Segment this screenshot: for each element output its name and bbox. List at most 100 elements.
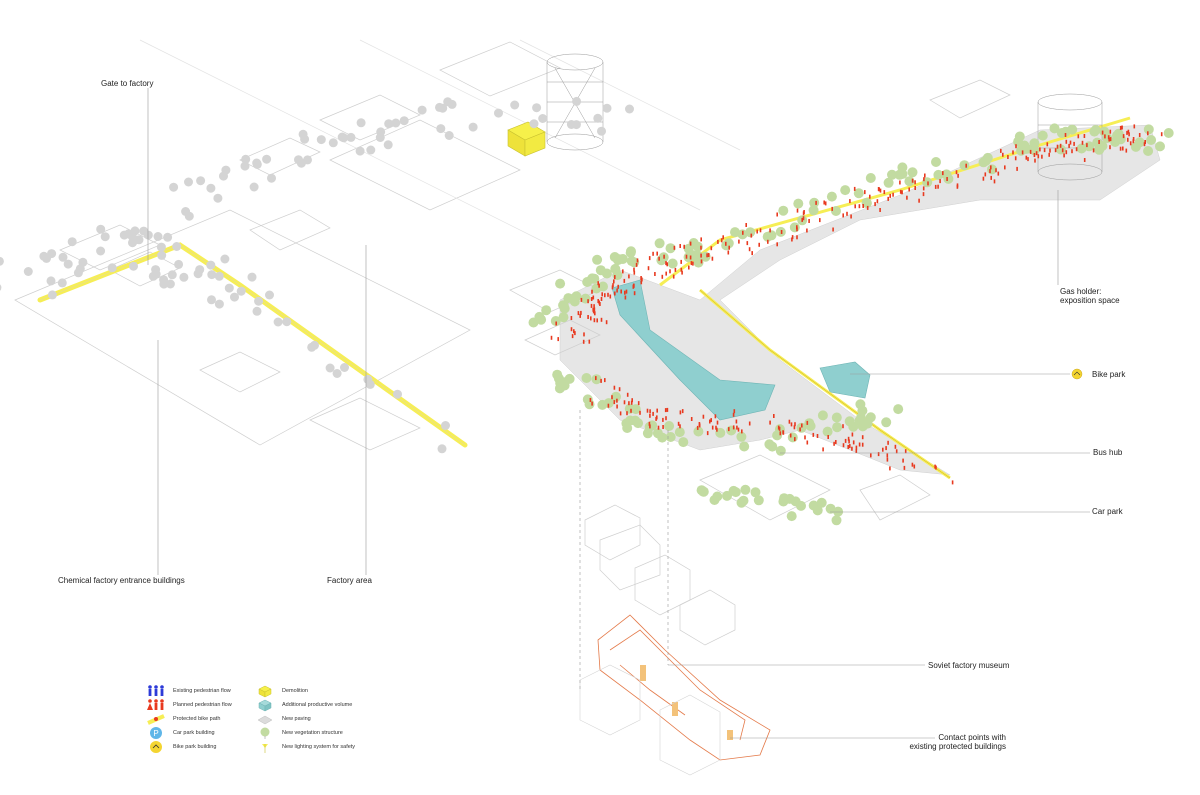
new-tree	[652, 428, 663, 439]
pedestrian-mark	[758, 242, 760, 247]
existing-tree	[23, 267, 33, 276]
new-tree	[784, 493, 795, 504]
pedestrian-mark	[1063, 153, 1065, 158]
pedestrian-mark	[1133, 124, 1136, 129]
pedestrian-mark	[662, 417, 664, 422]
pedestrian-mark	[590, 316, 592, 321]
existing-tree	[538, 114, 548, 123]
pedestrian-mark	[1069, 140, 1072, 145]
new-tree	[762, 231, 773, 242]
existing-tree	[375, 133, 385, 142]
pedestrian-mark	[789, 433, 792, 438]
pedestrian-mark	[846, 211, 848, 216]
pedestrian-mark	[779, 431, 782, 436]
existing-tree	[355, 146, 365, 156]
pedestrian-mark	[908, 187, 910, 192]
pedestrian-mark	[599, 302, 601, 306]
pedestrian-mark	[844, 438, 847, 443]
pedestrian-mark	[854, 204, 856, 209]
bike-path-icon	[145, 712, 167, 726]
pedestrian-mark	[664, 408, 667, 413]
pedestrian-mark	[927, 181, 929, 186]
pedestrian-mark	[746, 241, 749, 246]
new-tree	[786, 511, 797, 522]
label-gas-holder-line1: Gas holder:	[1060, 287, 1102, 296]
new-tree	[738, 495, 749, 506]
legend-label: New vegetation structure	[282, 730, 343, 736]
pedestrian-mark	[617, 284, 619, 289]
new-tree	[1076, 143, 1087, 154]
pedestrian-mark	[842, 443, 845, 448]
pedestrian-mark	[636, 258, 639, 263]
pedestrian-mark	[855, 445, 858, 450]
pedestrian-mark	[903, 465, 906, 470]
pedestrian-mark	[1098, 140, 1100, 144]
new-tree	[750, 487, 761, 498]
pedestrian-mark	[806, 440, 809, 445]
legend-label: Car park building	[173, 730, 215, 736]
new-tree	[1084, 141, 1095, 152]
pedestrian-mark	[587, 315, 589, 319]
pedestrian-mark	[600, 317, 603, 322]
new-tree	[894, 169, 905, 180]
existing-tree	[438, 103, 448, 113]
label-gas-holder-line2: exposition space	[1060, 296, 1120, 305]
pedestrian-mark	[1068, 143, 1070, 148]
new-tree	[1049, 123, 1060, 134]
pedestrian-mark	[648, 421, 651, 426]
pedestrian-mark	[700, 237, 702, 242]
pedestrian-mark	[626, 392, 629, 397]
new-tree	[555, 278, 566, 289]
pedestrian-mark	[914, 180, 916, 185]
pedestrian-mark	[1127, 129, 1130, 134]
existing-tree	[572, 96, 582, 106]
pedestrian-mark	[600, 297, 603, 301]
pedestrian-mark	[773, 414, 775, 418]
pedestrian-mark	[869, 194, 871, 199]
pedestrian-mark	[1083, 158, 1086, 162]
pedestrian-mark	[656, 408, 658, 413]
pedestrian-mark	[616, 404, 618, 409]
pedestrian-mark	[794, 422, 796, 427]
pedestrian-mark	[851, 432, 854, 437]
pedestrian-mark	[851, 446, 853, 451]
new-tree	[812, 505, 823, 516]
pedestrian-mark	[613, 279, 615, 284]
new-tree	[712, 491, 723, 502]
pedestrian-mark	[922, 186, 925, 191]
label-chemical-factory-entrance: Chemical factory entrance buildings	[58, 576, 185, 585]
existing-tree	[207, 295, 216, 305]
pedestrian-mark	[679, 244, 681, 248]
pedestrian-mark	[870, 453, 872, 458]
existing-tree	[63, 259, 73, 269]
new-tree	[861, 198, 872, 209]
legend-car-park: P Car park building	[145, 726, 215, 740]
pedestrian-mark	[622, 269, 624, 274]
new-tree	[693, 426, 704, 437]
existing-tree	[384, 119, 394, 129]
productive-volume-main	[611, 279, 776, 421]
legend-vegetation: New vegetation structure	[254, 726, 343, 740]
pedestrian-mark	[1143, 142, 1146, 147]
existing-tree	[100, 232, 110, 242]
label-contact-points-line1: Contact points with	[938, 733, 1006, 742]
label-bus-hub: Bus hub	[1093, 448, 1123, 457]
pedestrian-mark	[598, 283, 600, 288]
pedestrian-mark	[612, 283, 614, 288]
new-tree	[625, 247, 636, 258]
pedestrian-mark	[736, 425, 738, 430]
pedestrian-mark	[1039, 147, 1041, 152]
pedestrian-mark	[748, 247, 751, 252]
pedestrian-mark	[609, 294, 612, 299]
existing-tree	[339, 133, 349, 143]
existing-tree	[383, 140, 393, 150]
existing-tree	[159, 275, 169, 285]
productive-volume-icon	[254, 698, 276, 712]
pedestrian-mark	[1021, 150, 1024, 155]
existing-tree	[391, 118, 401, 128]
pedestrian-mark	[1041, 154, 1043, 159]
existing-tree	[214, 271, 224, 281]
new-tree	[654, 238, 665, 249]
new-tree	[826, 191, 837, 202]
